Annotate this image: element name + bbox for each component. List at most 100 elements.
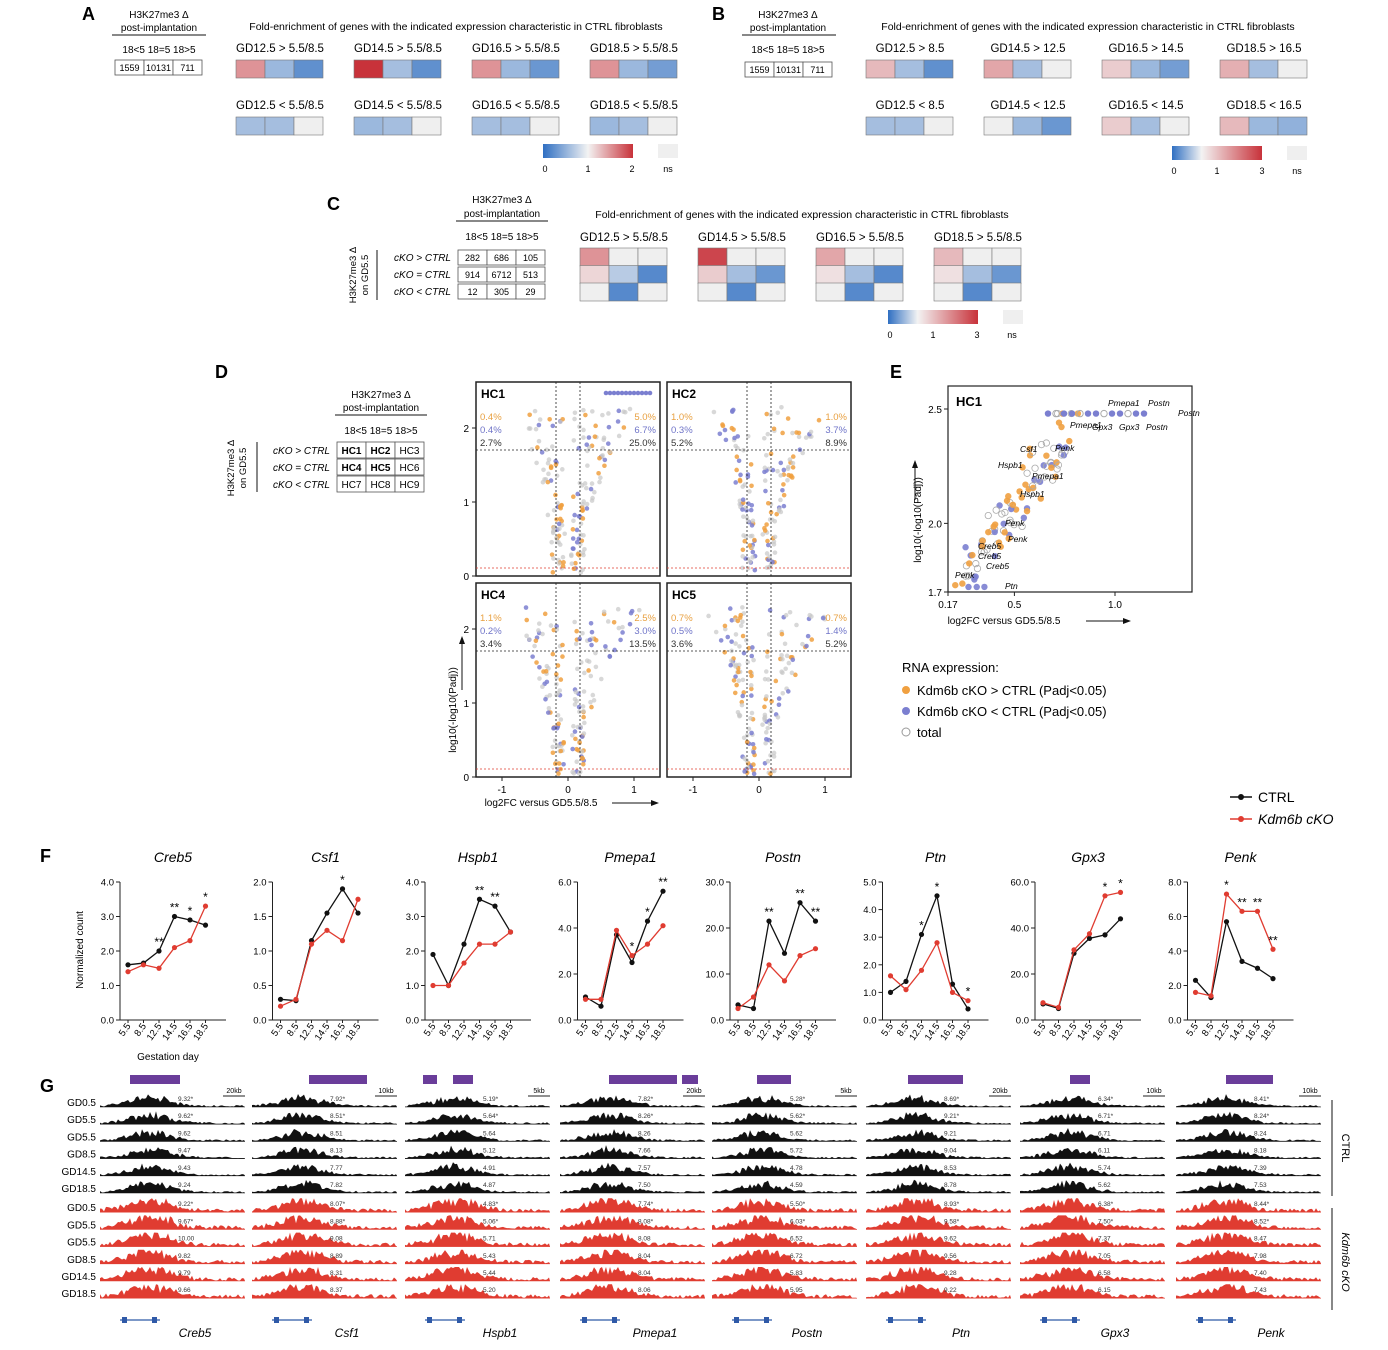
track-value: 9.21 [944, 1130, 957, 1137]
y-tick-f: 1.0 [253, 947, 266, 958]
heatmap-cell [264, 116, 295, 136]
coverage-track [252, 1179, 397, 1193]
fold-title-b: Fold-enrichment of genes with the indica… [881, 21, 1294, 33]
heatmap-cell [382, 59, 413, 79]
track-value: 4.83* [483, 1201, 499, 1208]
row-label-d: cKO < CTRL [273, 480, 330, 491]
heatmap-cell [637, 265, 668, 284]
coverage-track [560, 1284, 705, 1299]
y-tick-f: 2.0 [558, 970, 571, 981]
heatmap-cell [873, 265, 904, 284]
coverage-track [100, 1094, 245, 1107]
pct-left: 0.2% [480, 626, 502, 637]
x-tick-f: 16.5 [481, 1021, 501, 1042]
heatmap-cell [844, 247, 875, 267]
svg-text:on GD5.5: on GD5.5 [238, 448, 249, 489]
point-ctrl [1117, 916, 1124, 922]
track-value: 5.62* [790, 1113, 806, 1120]
heatmap-cell [991, 282, 1022, 302]
x-tick-f: 14.5 [923, 1021, 943, 1042]
coverage-track [866, 1129, 1011, 1142]
scale-label: 20kb [992, 1088, 1007, 1095]
point-ctrl [735, 1002, 741, 1008]
heatmap-label: GD18.5 < 16.5 [1226, 100, 1301, 112]
series-ctrl [585, 890, 664, 1008]
gene-label: Gpx3 [1092, 422, 1113, 432]
significance: * [188, 904, 193, 918]
track-row-label: GD5.5 [67, 1115, 96, 1126]
x-tick-f: 18.5 [649, 1021, 669, 1042]
coverage-track [866, 1198, 1011, 1213]
coverage-track [712, 1232, 857, 1247]
gene-name: Hspb1 [483, 1326, 518, 1340]
point-cko [750, 994, 757, 1000]
heatmap-cell [471, 116, 502, 136]
track-value: 8.37 [330, 1287, 343, 1294]
track-value: 8.51 [330, 1130, 343, 1137]
point-cko [339, 938, 346, 944]
point-ctrl [965, 1006, 971, 1012]
coverage-track [1176, 1111, 1321, 1125]
coverage-track [1020, 1095, 1165, 1107]
gene-label: Penk [1055, 443, 1075, 453]
gene-label: Creb5 [978, 541, 1001, 551]
y-tick: 0 [463, 572, 469, 583]
coverage-track [100, 1232, 245, 1247]
series-ctrl [280, 887, 359, 1002]
coverage-track [712, 1095, 857, 1107]
f-xlabel: Gestation day [137, 1052, 199, 1063]
heatmap-cell [1130, 59, 1161, 79]
point-cko [965, 998, 971, 1004]
coverage-track [100, 1147, 245, 1159]
track-row-label: GD14.5 [62, 1167, 97, 1178]
heatmap-cell [962, 282, 993, 302]
svg-text:3: 3 [974, 330, 979, 340]
svg-text:post-implantation: post-implantation [464, 209, 540, 220]
track-row-label: GD18.5 [62, 1184, 97, 1195]
track-value: 5.64 [483, 1130, 496, 1137]
locus-penk: 10kb8.41*8.24*8.248.187.397.538.44*8.52*… [1176, 1075, 1321, 1340]
track-value: 9.79 [178, 1270, 191, 1277]
count-value: 10131 [776, 65, 801, 75]
point-ctrl [1192, 977, 1199, 983]
x-tick-f: 14.5 [618, 1021, 638, 1042]
point-ctrl [1270, 976, 1276, 982]
gene-label: Penk [1008, 534, 1028, 544]
row-label-d: cKO > CTRL [273, 446, 330, 457]
x-tick-f: 18.5 [496, 1021, 516, 1042]
x-tick-f: 18.5 [1106, 1021, 1126, 1042]
locus-postn: 5kb5.28*5.62*5.625.724.784.595.50*6.03*6… [712, 1075, 857, 1340]
heatmap-cell [815, 282, 846, 302]
gene-label: Creb5 [978, 551, 1001, 561]
y-tick-f: 0.0 [711, 1016, 724, 1027]
pct-left: 2.7% [480, 438, 502, 449]
line-chart-csf1: Csf10.00.51.01.52.05.58.512.514.516.518.… [253, 849, 379, 1043]
svg-text:total: total [917, 725, 942, 740]
scale-label: 5kb [533, 1088, 544, 1095]
x-tick-e: 1.0 [1108, 600, 1122, 611]
line-chart-penk: Penk0.02.04.06.08.05.58.512.514.516.518.… [1168, 849, 1294, 1043]
coverage-track [405, 1180, 550, 1193]
d-ylabel: log10(-log10(Padj)) [448, 667, 459, 753]
track-value: 8.31 [330, 1270, 343, 1277]
fold-title-c: Fold-enrichment of genes with the indica… [595, 209, 1008, 221]
panel-label-a: A [82, 4, 95, 24]
svg-text:18<5 18=5 18>5: 18<5 18=5 18>5 [344, 426, 418, 437]
heatmap-cell [1277, 116, 1308, 136]
coverage-track [1176, 1148, 1321, 1159]
track-value: 5.74 [1098, 1165, 1111, 1172]
point-ctrl [1086, 935, 1093, 941]
point-cko [324, 927, 330, 933]
heatmap-cell [637, 247, 668, 267]
x-tick-f: 16.5 [938, 1021, 958, 1042]
coverage-track [712, 1284, 857, 1299]
heatmap-cell [264, 59, 295, 79]
track-value: 7.37 [1098, 1236, 1111, 1243]
coverage-track [712, 1249, 857, 1264]
point-ctrl [492, 903, 498, 909]
heatmap-cell [933, 282, 964, 302]
x-tick-f: 14.5 [465, 1021, 485, 1042]
point-ctrl [934, 893, 940, 899]
